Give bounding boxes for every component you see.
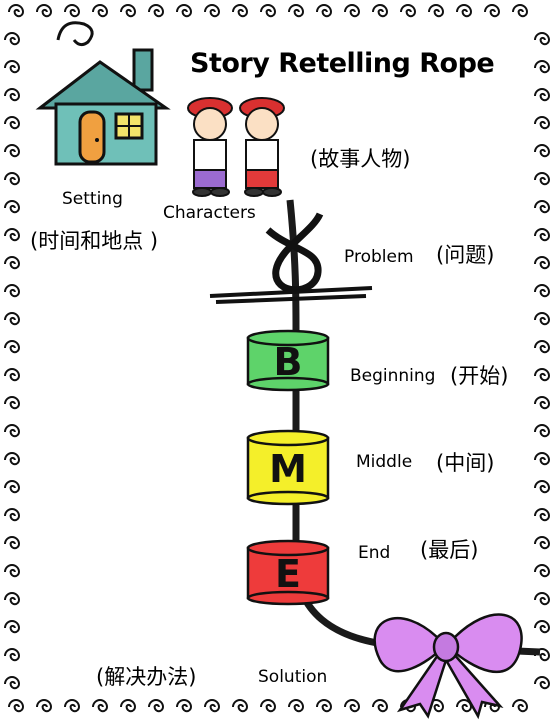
problem-chinese: (问题) [436, 243, 494, 267]
problem-label: Problem [344, 247, 414, 267]
beginning-letter: B [274, 340, 303, 384]
end-letter: E [275, 552, 301, 596]
solution-chinese: (解决办法) [96, 665, 196, 689]
page-title: Story Retelling Rope [190, 48, 494, 79]
end-chinese: (最后) [420, 538, 478, 562]
middle-chinese: (中间) [436, 451, 494, 475]
setting-label: Setting [62, 189, 123, 209]
beginning-bead: B [246, 329, 330, 392]
setting-chinese: (时间和地点 ) [30, 229, 158, 253]
middle-letter: M [269, 447, 307, 491]
children-icon [187, 97, 285, 197]
middle-bead: M [246, 429, 330, 506]
end-bead: E [246, 539, 330, 606]
end-label: End [358, 543, 390, 563]
beginning-label: Beginning [350, 366, 435, 386]
solution-label: Solution [258, 667, 327, 687]
characters-label: Characters [163, 203, 256, 223]
house-icon [35, 21, 171, 166]
characters-chinese: (故事人物) [310, 147, 410, 171]
knot-icon [209, 212, 373, 304]
bow-icon [373, 613, 523, 720]
middle-label: Middle [356, 452, 412, 472]
swirl-border [4, 4, 551, 713]
beginning-chinese: (开始) [450, 364, 508, 388]
